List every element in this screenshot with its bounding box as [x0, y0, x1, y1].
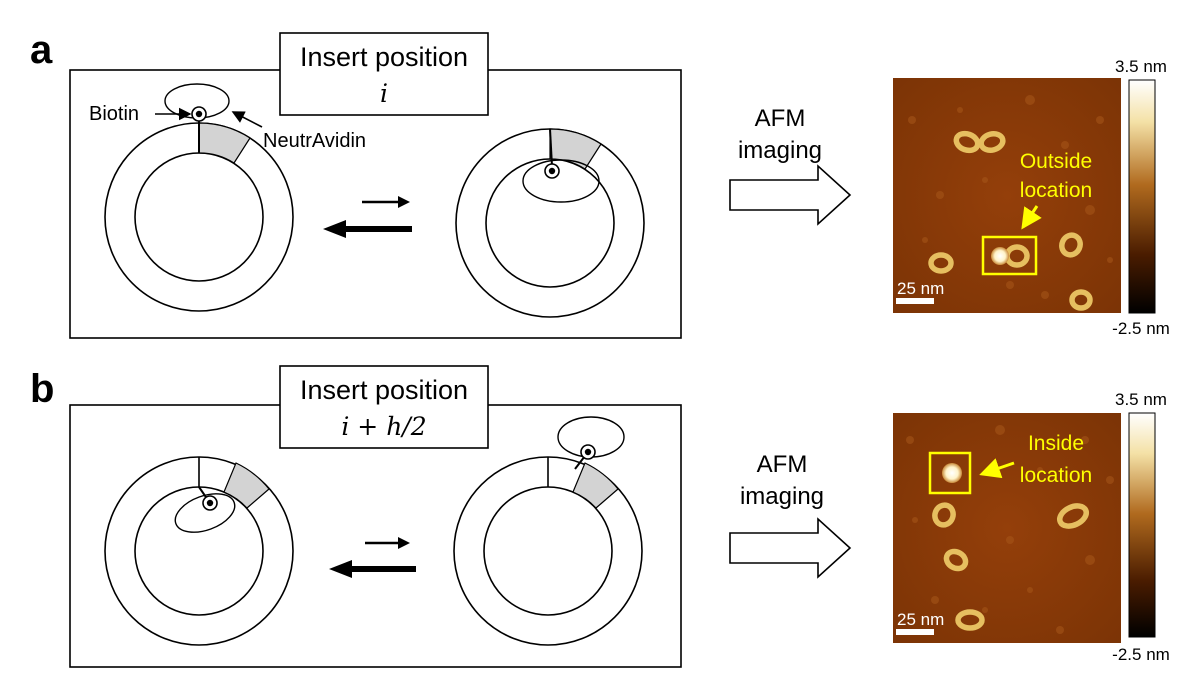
yellow-arrow-icon [979, 458, 1015, 479]
nanostructure-outside-b [453, 416, 643, 646]
colorbar-max-a: 3.5 nm [1115, 57, 1167, 76]
insert-position-title-b: Insert position [300, 375, 468, 405]
block-arrow-icon [729, 517, 852, 579]
scale-bar-b [896, 629, 934, 635]
block-arrow-icon [729, 164, 852, 226]
location-label-line2-a: location [1020, 179, 1092, 202]
insert-position-math-b: i + h/2 [341, 412, 426, 441]
nanostructure-inside-b [104, 456, 294, 646]
colorbar-a: 3.5 nm -2.5 nm [1112, 57, 1170, 338]
scale-bar-label-a: 25 nm [897, 279, 944, 298]
colorbar-min-b: -2.5 nm [1112, 645, 1170, 664]
highlight-box-a [981, 235, 1038, 276]
colorbar-max-b: 3.5 nm [1115, 390, 1167, 409]
scale-bar-label-b: 25 nm [897, 610, 944, 629]
afm-label-line1-a: AFM [755, 105, 806, 132]
panel-a: a Insert position i Biotin NeutrAvidin [30, 28, 1170, 339]
biotin-label: Biotin [89, 103, 139, 125]
equilibrium-arrows-icon [323, 196, 412, 238]
afm-label-line2-b: imaging [740, 483, 824, 510]
nanostructure-inside-a [455, 128, 645, 318]
equilibrium-arrows-icon [329, 537, 416, 578]
colorbar-b: 3.5 nm -2.5 nm [1112, 390, 1170, 664]
location-label-line2-b: location [1020, 464, 1092, 487]
panel-letter-b: b [30, 367, 54, 411]
colorbar-min-a: -2.5 nm [1112, 319, 1170, 338]
afm-image-b: Inside location 25 nm [893, 413, 1121, 643]
highlight-box-b [928, 451, 972, 495]
neutravidin-label: NeutrAvidin [263, 130, 366, 152]
insert-position-title-a: Insert position [300, 42, 468, 72]
scale-bar-a [896, 298, 934, 304]
insert-position-math-a: i [380, 79, 388, 108]
neutravidin-pointer-icon [231, 111, 263, 128]
yellow-arrow-icon [1021, 205, 1042, 230]
panel-letter-a: a [30, 28, 53, 72]
afm-label-line1-b: AFM [757, 451, 808, 478]
insert-position-box-a: Insert position i [279, 32, 489, 116]
nanostructure-outside-a [104, 83, 294, 312]
panel-b: b Insert position i + h/2 [30, 365, 1170, 668]
location-label-line1-b: Inside [1028, 432, 1084, 455]
location-label-line1-a: Outside [1020, 150, 1092, 173]
shaded-segment [198, 122, 251, 164]
insert-position-box-b: Insert position i + h/2 [279, 365, 489, 449]
afm-image-a: Outside location 25 nm [893, 78, 1121, 313]
afm-label-line2-a: imaging [738, 137, 822, 164]
